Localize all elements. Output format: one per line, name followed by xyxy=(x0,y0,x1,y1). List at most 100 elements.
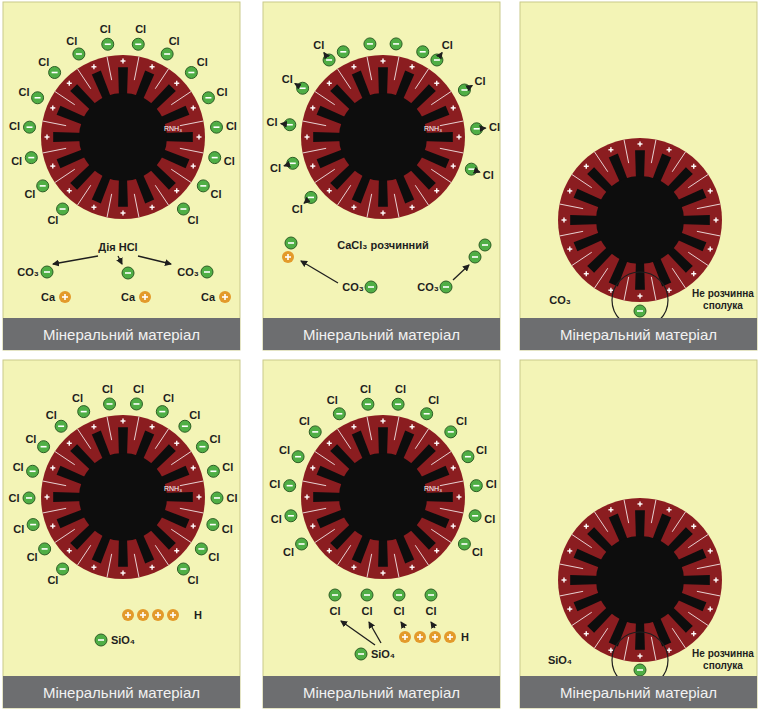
ion-label: Cl xyxy=(13,461,24,474)
charge-sign xyxy=(404,634,406,640)
plus-sign xyxy=(353,205,354,210)
ion-label: CaCl₃ розчинний xyxy=(337,239,429,252)
charge-sign xyxy=(26,497,32,499)
panel-ground xyxy=(263,2,500,350)
segment-line xyxy=(415,429,428,449)
plus-sign xyxy=(312,105,313,110)
segment-line xyxy=(315,169,335,182)
cation-dot xyxy=(429,631,441,643)
ion-label: Cl xyxy=(489,121,500,134)
plus-sign xyxy=(46,495,47,500)
charge-sign xyxy=(364,594,370,596)
anion-dot xyxy=(634,305,646,317)
plus-sign xyxy=(93,205,94,210)
segment-line xyxy=(77,69,90,89)
ion-label: Ca xyxy=(41,291,55,304)
anion-dot xyxy=(305,191,317,203)
plus-sign xyxy=(52,105,53,110)
segment-line xyxy=(440,121,464,126)
plus-sign xyxy=(151,205,152,210)
bar-text: Мінеральний матеріал xyxy=(303,684,460,701)
plus-sign xyxy=(453,105,454,110)
ion-label: Cl xyxy=(38,56,49,69)
plus-sign xyxy=(668,648,669,653)
segment-line xyxy=(394,554,399,578)
segment-line xyxy=(367,417,372,441)
ion-label: Cl xyxy=(24,187,35,200)
charge-sign xyxy=(64,294,66,300)
anion-dot xyxy=(132,38,144,50)
segment-line xyxy=(303,148,327,153)
ion-label: Cl xyxy=(283,545,294,558)
segment-line xyxy=(43,508,67,513)
ion-label: Cl xyxy=(188,574,199,587)
ion-label: Cl xyxy=(25,432,36,445)
charge-sign xyxy=(107,403,113,405)
ion-label: Cl xyxy=(47,574,58,587)
ground-bar: Мінеральний матеріал xyxy=(520,676,757,708)
segment-line xyxy=(180,481,204,486)
plus-sign xyxy=(198,495,199,500)
cation-dot xyxy=(444,631,456,643)
charge-sign xyxy=(474,128,480,130)
ion-label: CO₃ xyxy=(342,281,364,294)
cation-dot xyxy=(152,609,164,621)
ion-label: Cl xyxy=(327,394,338,407)
ion-label: Cl xyxy=(9,492,20,505)
plus-sign xyxy=(453,524,454,529)
plus-sign xyxy=(453,465,454,470)
anion-dot xyxy=(462,451,474,463)
anion-dot xyxy=(197,180,209,192)
anion-dot xyxy=(27,465,39,477)
charge-sign xyxy=(443,286,449,288)
anion-dot xyxy=(201,266,213,278)
ion-label: Cl xyxy=(394,605,405,618)
segment-line xyxy=(180,148,204,153)
arrow xyxy=(453,265,469,280)
plus-sign xyxy=(93,565,94,570)
ion-label: Cl xyxy=(428,394,439,407)
segment-line xyxy=(134,417,139,441)
plus-sign xyxy=(436,188,437,193)
charge-sign xyxy=(172,612,174,618)
segment-line xyxy=(697,204,721,209)
segment-line xyxy=(688,252,708,265)
anion-dot xyxy=(465,163,477,175)
panel-ground xyxy=(520,2,757,350)
charge-sign xyxy=(287,124,293,126)
segment-line xyxy=(134,194,139,218)
charge-sign xyxy=(42,548,48,550)
anion-dot xyxy=(23,492,35,504)
bar-text: Мінеральний матеріал xyxy=(303,326,460,343)
anion-dot xyxy=(458,538,470,550)
charge-sign xyxy=(637,310,643,312)
segment-line xyxy=(155,429,168,449)
anion-dot xyxy=(445,426,457,438)
charge-sign xyxy=(287,485,293,487)
charge-sign xyxy=(336,413,342,415)
segment-line xyxy=(697,231,721,236)
ground-bar: Мінеральний матеріал xyxy=(263,676,500,708)
charge-sign xyxy=(358,653,364,655)
plus-sign xyxy=(610,147,611,152)
anion-dot xyxy=(130,398,142,410)
segment-line xyxy=(560,564,584,569)
charge-sign xyxy=(326,59,332,61)
anion-dot xyxy=(207,519,219,531)
particle-core xyxy=(79,453,167,541)
plus-sign xyxy=(569,247,570,252)
anion-dot xyxy=(122,267,134,279)
plus-sign xyxy=(193,105,194,110)
segment-line xyxy=(43,481,67,486)
segment-line xyxy=(688,612,708,625)
anion-dot xyxy=(425,589,437,601)
segment-line xyxy=(303,481,327,486)
charge-sign xyxy=(288,242,294,244)
charge-sign xyxy=(468,168,474,170)
plus-sign xyxy=(569,607,570,612)
ion-label: Cl xyxy=(18,85,29,98)
plus-sign xyxy=(610,648,611,653)
anion-dot xyxy=(49,66,61,78)
segment-line xyxy=(672,512,685,532)
anion-dot xyxy=(287,157,299,169)
